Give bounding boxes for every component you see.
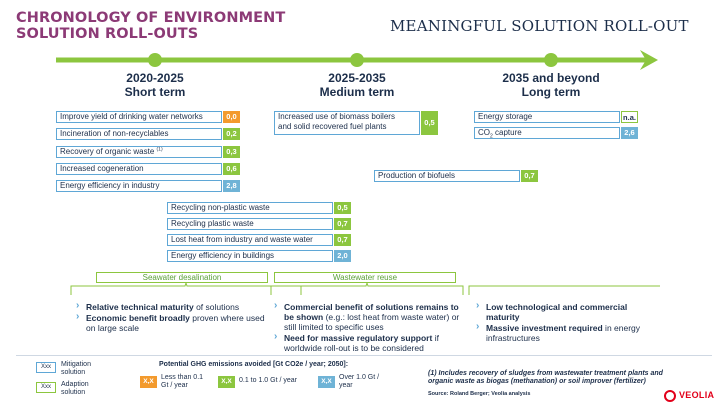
legend-mitigation-box: Xxx xyxy=(36,362,56,373)
bullet-item: Economic benefit broadly proven where us… xyxy=(74,312,270,333)
section-title: MEANINGFUL SOLUTION ROLL-OUT xyxy=(390,17,689,35)
adaptation-wastewater-reuse: Wastewater reuse xyxy=(274,272,456,283)
bullet-item: Low technological and commercial maturit… xyxy=(474,301,654,322)
solution-energy-buildings-value: 2,0 xyxy=(334,250,351,262)
veolia-logo-icon xyxy=(664,390,676,402)
ghg-swatch-low: X,X xyxy=(140,376,157,388)
solution-cogeneration-value: 0,6 xyxy=(223,163,240,175)
period-medium-label: Medium term xyxy=(319,85,395,99)
bracket-short xyxy=(70,283,302,295)
main-title-line1: CHRONOLOGY OF ENVIRONMENT xyxy=(16,10,286,26)
legend-mitigation-label: Mitigation solution xyxy=(61,361,91,376)
solution-recycling-plastic: Recycling plastic waste xyxy=(167,218,333,230)
legend-adaptation-label: Adaption solution xyxy=(61,381,89,396)
ghg-swatch-high: X,X xyxy=(318,376,335,388)
solution-energy-storage-value: n.a. xyxy=(621,111,638,123)
solution-drinking-water: Improve yield of drinking water networks xyxy=(56,111,222,123)
solution-organic-waste: Recovery of organic waste (1) xyxy=(56,146,222,158)
solution-energy-storage: Energy storage xyxy=(474,111,620,123)
period-short-range: 2020-2025 xyxy=(126,71,184,85)
solution-incineration: Incineration of non-recyclables xyxy=(56,128,222,140)
legend-adaptation-box: Xxx xyxy=(36,382,56,393)
solution-biomass-boilers: Increased use of biomass boilers and sol… xyxy=(274,111,420,135)
timeline-dot-long xyxy=(544,53,558,67)
bullet-item: Need for massive regulatory support if w… xyxy=(272,332,462,353)
period-short: 2020-2025 Short term xyxy=(70,71,240,99)
solution-energy-industry: Energy efficiency in industry xyxy=(56,180,222,192)
solution-recycling-nonplastic-value: 0,5 xyxy=(334,202,351,214)
timeline-dot-medium xyxy=(350,53,364,67)
timeline-dot-short xyxy=(148,53,162,67)
brand-name: VEOLIA xyxy=(679,390,715,400)
period-long-range: 2035 and beyond xyxy=(502,71,600,85)
ghg-legend-title: Potential GHG emissions avoided [Gt CO2e… xyxy=(159,361,349,368)
solution-organic-waste-value: 0,3 xyxy=(223,146,240,158)
bullet-item: Commercial benefit of solutions remains … xyxy=(272,301,462,332)
legend-divider xyxy=(16,355,712,356)
bullets-medium: Commercial benefit of solutions remains … xyxy=(272,301,462,354)
solution-recycling-plastic-value: 0,7 xyxy=(334,218,351,230)
main-title-line2: SOLUTION ROLL-OUTS xyxy=(16,26,199,42)
ghg-label-mid: 0.1 to 1.0 Gt / year xyxy=(239,377,297,384)
solution-drinking-water-value: 0,0 xyxy=(223,111,240,123)
period-long: 2035 and beyond Long term xyxy=(466,71,636,99)
bullet-item: Massive investment required in energy in… xyxy=(474,322,654,343)
period-short-label: Short term xyxy=(124,85,186,99)
solution-cogeneration: Increased cogeneration xyxy=(56,163,222,175)
period-medium: 2025-2035 Medium term xyxy=(272,71,442,99)
solution-co2-capture-value: 2,6 xyxy=(621,127,638,139)
ghg-label-high: Over 1.0 Gt / year xyxy=(339,374,380,389)
bullets-long: Low technological and commercial maturit… xyxy=(474,301,654,344)
main-title: CHRONOLOGY OF ENVIRONMENT SOLUTION ROLL-… xyxy=(16,10,316,42)
solution-lost-heat: Lost heat from industry and waste water xyxy=(167,234,333,246)
ghg-swatch-mid: X,X xyxy=(218,376,235,388)
timeline-arrow xyxy=(56,50,658,70)
bullets-short: Relative technical maturity of solutions… xyxy=(74,301,270,334)
period-long-label: Long term xyxy=(521,85,581,99)
solution-energy-industry-value: 2,8 xyxy=(223,180,240,192)
solution-biofuels: Production of biofuels xyxy=(374,170,520,182)
solution-recycling-nonplastic: Recycling non-plastic waste xyxy=(167,202,333,214)
bullet-item: Relative technical maturity of solutions xyxy=(74,301,270,312)
source-note: Source: Roland Berger; Veolia analysis xyxy=(428,391,531,397)
adaptation-seawater-desalination: Seawater desalination xyxy=(96,272,268,283)
solution-energy-buildings: Energy efficiency in buildings xyxy=(167,250,333,262)
footnote: (1) Includes recovery of sludges from wa… xyxy=(428,370,663,385)
solution-biofuels-value: 0,7 xyxy=(521,170,538,182)
period-medium-range: 2025-2035 xyxy=(328,71,386,85)
ghg-label-low: Less than 0.1 Gt / year xyxy=(161,374,204,389)
solution-co2-capture: CO2 capture xyxy=(474,127,620,139)
solution-incineration-value: 0,2 xyxy=(223,128,240,140)
bracket-medium xyxy=(270,283,464,295)
solution-lost-heat-value: 0,7 xyxy=(334,234,351,246)
solution-biomass-boilers-value: 0,5 xyxy=(421,111,438,135)
bracket-long xyxy=(468,285,660,295)
